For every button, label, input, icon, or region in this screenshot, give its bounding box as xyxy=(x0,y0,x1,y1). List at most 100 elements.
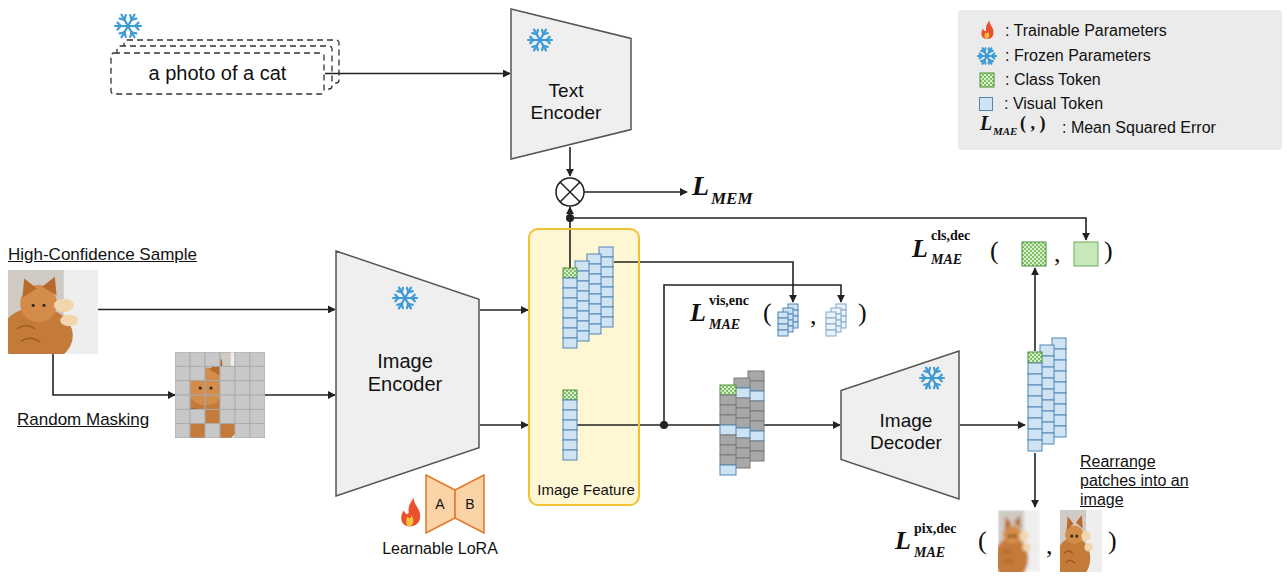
decoder-output-arrow xyxy=(960,424,1025,426)
snowflake-branch xyxy=(402,304,403,308)
snowflake-branch xyxy=(542,30,543,34)
legend-loss-brackets: ( , ) xyxy=(1020,114,1046,132)
class-token-wire xyxy=(569,218,571,268)
loss-bracket: ) xyxy=(1104,238,1113,264)
snowflake-branch xyxy=(397,291,401,292)
target-image xyxy=(1057,510,1102,579)
lora-adapter: ABLearnable LoRA xyxy=(425,474,485,534)
mask-patch xyxy=(250,381,265,395)
mask-patch xyxy=(205,424,220,438)
mask-patch xyxy=(250,395,265,409)
rearrange-arrow xyxy=(1034,453,1036,507)
token-square xyxy=(563,390,577,400)
legend-row: : Frozen Parameters xyxy=(1005,46,1151,65)
token-square xyxy=(826,318,836,324)
mask-patch xyxy=(175,352,190,366)
node-label: Image Decoder xyxy=(866,410,946,454)
legend-row: : Visual Token xyxy=(979,94,1103,113)
token-square xyxy=(826,330,836,336)
flame-outer xyxy=(401,498,420,527)
token-square xyxy=(778,312,788,318)
snowflake-branch xyxy=(124,32,125,37)
snowflake-branch xyxy=(987,48,990,51)
token-square xyxy=(778,318,788,324)
legend-loss-symbol: L xyxy=(980,113,992,133)
decoded-class-arrow xyxy=(1034,268,1036,351)
mask-patch xyxy=(235,352,250,366)
snowflake-branch xyxy=(547,37,550,40)
legend-swatch xyxy=(979,97,993,111)
token-square xyxy=(826,312,836,318)
product-operator xyxy=(556,178,584,206)
snowflake-branch xyxy=(934,368,935,372)
snowflake-icon xyxy=(920,368,944,389)
token-square xyxy=(563,420,577,430)
flow-arrow xyxy=(265,394,335,396)
token-square xyxy=(1028,396,1042,407)
image-feature-panel-outline xyxy=(530,230,642,508)
flow-arrow xyxy=(325,73,510,75)
cat-eye xyxy=(1013,534,1016,537)
masked-feature-wire xyxy=(577,424,640,426)
legend-text: : Visual Token xyxy=(1004,95,1103,112)
flame-inner xyxy=(406,515,413,526)
snowflake-branch xyxy=(935,384,939,385)
legend-loss-subscript: MAE xyxy=(993,126,1017,137)
product-operator-cross xyxy=(560,182,580,202)
image-feature-panel: Image Feature xyxy=(528,228,640,506)
masked-feature-arrow xyxy=(664,285,841,425)
token-square xyxy=(1028,407,1042,418)
sample-photo: High-Confidence Sample xyxy=(8,270,98,354)
cat-paw xyxy=(1022,543,1030,552)
token-square xyxy=(778,324,788,330)
cat-ear xyxy=(1014,515,1021,529)
token-square xyxy=(1028,440,1042,451)
node-label: Random Masking xyxy=(17,410,149,430)
junction-dot xyxy=(566,214,574,222)
reconstructed-image-content xyxy=(995,510,1040,579)
snowflake-branch xyxy=(132,32,137,33)
text-prompt-box: a photo of a cat xyxy=(110,52,325,95)
token-square xyxy=(563,400,577,410)
mask-patch xyxy=(250,366,265,380)
target-image-content xyxy=(1057,510,1102,579)
cat-ear xyxy=(1005,516,1012,530)
loss-symbol: L xyxy=(690,300,706,326)
token-square xyxy=(1028,374,1042,385)
mask-patch xyxy=(250,409,265,423)
token-square xyxy=(563,338,577,348)
mask-patch xyxy=(220,409,235,423)
legend-row: : Mean Squared Error xyxy=(1062,118,1216,137)
mask-patch xyxy=(235,424,250,438)
cat-paw xyxy=(54,299,74,312)
cat-eye xyxy=(1070,534,1073,537)
mask-patch xyxy=(250,352,265,366)
junction-dot xyxy=(660,421,668,429)
token-square xyxy=(826,324,836,330)
node-label: High-Confidence Sample xyxy=(8,245,197,265)
lora-adapter-outline xyxy=(425,474,485,534)
cat-stripes xyxy=(1002,551,1013,563)
class-target-arrow xyxy=(570,218,1086,240)
encoder-trapezoid xyxy=(336,251,479,496)
cat-eye xyxy=(209,387,212,390)
loss-subscript: MAE xyxy=(914,546,945,560)
token-square xyxy=(563,268,577,278)
snowflake-icon xyxy=(528,30,552,51)
legend-panel xyxy=(958,10,1282,150)
token-square xyxy=(720,455,736,465)
cat-ear xyxy=(1076,515,1083,529)
mask-patch xyxy=(175,409,190,423)
loss-subscript: MEM xyxy=(711,190,753,207)
flow-arrow xyxy=(53,354,175,395)
mask-patch xyxy=(235,366,250,380)
cat-eye xyxy=(199,387,202,390)
cat-eye xyxy=(32,304,35,307)
cat-stripes xyxy=(1064,551,1075,563)
reconstructed-image xyxy=(995,510,1040,579)
snowflake-branch xyxy=(543,46,547,47)
token-square xyxy=(563,318,577,328)
mask-patch xyxy=(220,366,235,380)
loss-bracket: ) xyxy=(858,300,867,326)
mask-patch xyxy=(175,381,190,395)
